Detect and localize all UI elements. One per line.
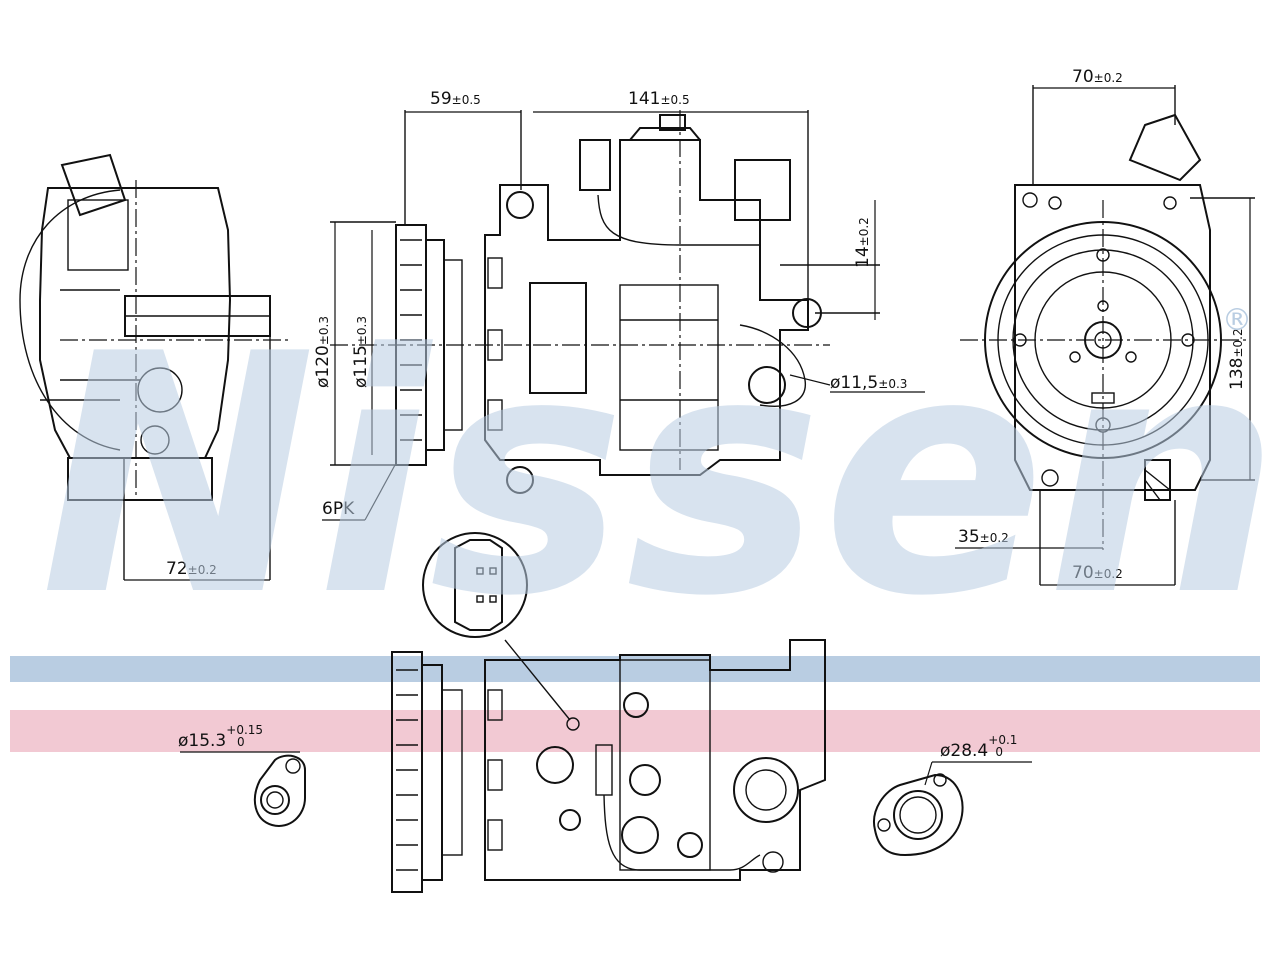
left-end-view: [19, 153, 290, 581]
dim-59: 59±0.5: [430, 89, 481, 109]
flange-small: [180, 751, 306, 827]
dim-138: 138±0.2: [1227, 328, 1247, 390]
dim-70-top: 70±0.2: [1072, 67, 1123, 87]
dim-70-bottom: 70±0.2: [1072, 563, 1123, 583]
bottom-top-view: [391, 639, 826, 893]
dim-115: ø115±0.3: [351, 316, 371, 388]
registered-mark: ®: [1222, 303, 1252, 338]
dim-14: 14±0.2: [853, 217, 873, 268]
center-side-view: [322, 110, 925, 521]
dim-72: 72±0.2: [166, 559, 217, 579]
brand-watermark: Nissens: [40, 284, 1280, 668]
connector-detail: [422, 532, 571, 721]
dim-120: ø120±0.3: [313, 316, 333, 388]
right-front-view: [955, 85, 1255, 586]
flange-large: [873, 761, 1032, 857]
dim-141: 141±0.5: [628, 89, 690, 109]
belt-label: 6PK: [322, 499, 355, 519]
dim-11-5: ø11,5±0.3: [830, 373, 907, 393]
dim-35: 35±0.2: [958, 527, 1009, 547]
